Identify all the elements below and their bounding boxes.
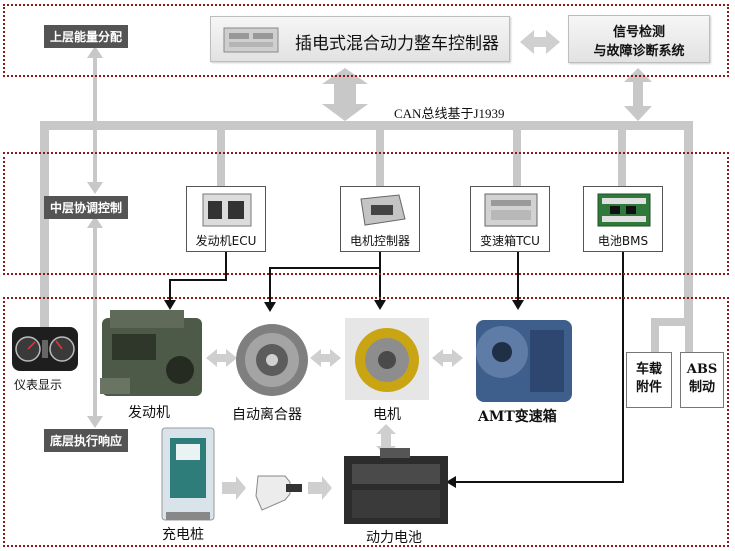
dashboard-illustration xyxy=(12,327,78,371)
vcu-title: 插电式混合动力整车控制器 xyxy=(295,34,499,54)
diag-line1: 信号检测 xyxy=(612,25,665,40)
bus-drop-accessories xyxy=(651,318,659,353)
bus-drop-tcu xyxy=(513,125,521,187)
vcu-bus-arrow xyxy=(322,68,368,121)
diag-line2: 与故障诊断系统 xyxy=(593,44,685,59)
abs-box: ABS 制动 xyxy=(680,352,724,408)
engine-ecu-icon xyxy=(202,193,252,227)
bms-board-icon xyxy=(597,193,651,227)
motor-label: 电机 xyxy=(373,407,401,423)
bus-drop-bms xyxy=(618,125,626,187)
motor-controller-icon xyxy=(360,194,406,226)
accessories-box: 车载 附件 xyxy=(626,352,672,408)
vcu-box: 插电式混合动力整车控制器 xyxy=(210,16,510,62)
charger-illustration xyxy=(161,427,215,521)
amt-illustration xyxy=(476,320,572,402)
tcu-box: 变速箱TCU xyxy=(470,186,550,252)
dashboard-label: 仪表显示 xyxy=(14,378,63,392)
engine-ecu-label: 发动机ECU xyxy=(195,234,257,248)
bottom-layer-region xyxy=(3,297,729,547)
layer-label-top: 上层能量分配 xyxy=(44,25,129,48)
tcu-label: 变速箱TCU xyxy=(480,234,540,248)
diagnostics-box: 信号检测 与故障诊断系统 xyxy=(568,15,710,63)
bus-drop-right xyxy=(684,121,693,326)
engine-ecu-arrow xyxy=(169,252,227,304)
diag-bus-arrow xyxy=(624,68,652,121)
tcu-icon xyxy=(484,193,538,227)
bms-box: 电池BMS xyxy=(583,186,663,252)
bus-drop-dashboard xyxy=(40,121,49,331)
vcu-diag-arrow xyxy=(520,30,560,54)
engine-illustration xyxy=(100,310,202,396)
clutch-illustration xyxy=(236,324,308,396)
layer-label-middle: 中层协调控制 xyxy=(44,196,129,219)
bus-drop-motor-ctrl xyxy=(376,125,384,187)
motor-controller-label: 电机控制器 xyxy=(349,234,410,248)
engine-label: 发动机 xyxy=(128,405,170,421)
middle-layer-region xyxy=(3,152,729,275)
plug-illustration xyxy=(255,475,302,511)
bms-arrow xyxy=(452,252,624,483)
battery-label: 动力电池 xyxy=(366,530,422,546)
accessories-line2: 附件 xyxy=(635,380,662,395)
bus-drop-engine-ecu xyxy=(217,125,225,187)
charger-label: 充电桩 xyxy=(162,527,204,543)
abs-line1: ABS xyxy=(686,362,718,377)
layer-label-bottom: 底层执行响应 xyxy=(44,429,129,452)
bms-label: 电池BMS xyxy=(597,234,649,248)
accessories-line1: 车载 xyxy=(635,362,662,377)
motor-controller-box: 电机控制器 xyxy=(340,186,420,252)
motor-to-clutch-arrow xyxy=(269,252,381,306)
top-layer-region xyxy=(3,4,729,77)
motor-illustration xyxy=(345,318,429,400)
bus-side-branch xyxy=(651,318,693,326)
amt-label: AMT变速箱 xyxy=(478,409,557,425)
clutch-label: 自动离合器 xyxy=(232,407,302,423)
bus-drop-abs xyxy=(685,318,693,353)
vcu-controller-icon xyxy=(223,27,279,53)
engine-ecu-box: 发动机ECU xyxy=(186,186,266,252)
battery-illustration xyxy=(344,448,448,524)
can-bus-line xyxy=(40,121,692,130)
abs-line2: 制动 xyxy=(688,380,715,395)
can-bus-label: CAN总线基于J1939 xyxy=(394,106,505,121)
